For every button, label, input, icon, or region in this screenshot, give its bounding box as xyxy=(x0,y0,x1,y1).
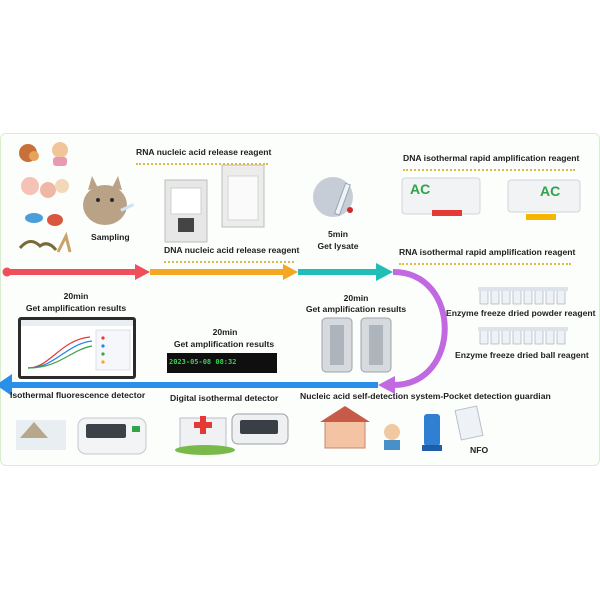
label-amp-mid: Get amplification results xyxy=(173,339,275,349)
arrow-segment-blue xyxy=(10,382,378,388)
fluorescence-detector-image xyxy=(16,417,147,455)
svg-text:AC: AC xyxy=(410,181,430,197)
label-rna-release: RNA nucleic acid release reagent xyxy=(136,147,272,157)
start-dot xyxy=(2,267,12,277)
label-lysate: Get lysate xyxy=(317,241,359,251)
label-enzyme-powder: Enzyme freeze dried powder reagent xyxy=(446,308,596,318)
tablet-screen xyxy=(18,317,136,379)
label-amp-left-time: 20min xyxy=(63,291,89,301)
arrow-segment-teal xyxy=(298,269,378,275)
digital-display xyxy=(167,353,277,373)
dotted-underline xyxy=(403,169,575,173)
lysate-image xyxy=(313,177,353,217)
label-dna-isothermal: DNA isothermal rapid amplification reage… xyxy=(403,153,580,163)
label-nfo: NFO xyxy=(470,445,489,455)
arrow-segment-orange xyxy=(150,269,283,275)
label-lysate-time: 5min xyxy=(327,229,349,239)
arrow-loop-purple xyxy=(392,269,448,388)
svg-text:AC: AC xyxy=(540,183,560,199)
strip-tube-images xyxy=(478,287,568,345)
label-amp-right-time: 20min xyxy=(343,293,369,303)
label-enzyme-ball: Enzyme freeze dried ball reagent xyxy=(455,350,589,360)
label-amp-right: Get amplification results xyxy=(305,304,407,314)
digital-readout: 2023-05-08 08:32 xyxy=(169,358,237,366)
arrow-segment-red xyxy=(10,269,135,275)
dna-kit-images: AC AC xyxy=(401,177,581,220)
dotted-underline xyxy=(136,163,268,167)
label-sampling: Sampling xyxy=(91,232,130,242)
label-fluorescence-detector: Isothermal fluorescence detector xyxy=(10,390,146,400)
release-reagent-images xyxy=(164,164,265,243)
label-amp-mid-time: 20min xyxy=(212,327,238,337)
dotted-underline xyxy=(164,261,294,265)
sampling-images xyxy=(18,142,135,253)
pocket-scene-image xyxy=(320,405,484,451)
dotted-underline xyxy=(399,263,571,267)
label-amp-left: Get amplification results xyxy=(25,303,127,313)
label-dna-release: DNA nucleic acid release reagent xyxy=(164,245,300,255)
label-digital-detector: Digital isothermal detector xyxy=(170,393,279,403)
hospital-image xyxy=(175,413,289,455)
label-rna-isothermal: RNA isothermal rapid amplification reage… xyxy=(399,247,576,257)
tube-images xyxy=(321,317,392,373)
label-pocket-guardian: Nucleic acid self-detection system-Pocke… xyxy=(300,391,551,401)
